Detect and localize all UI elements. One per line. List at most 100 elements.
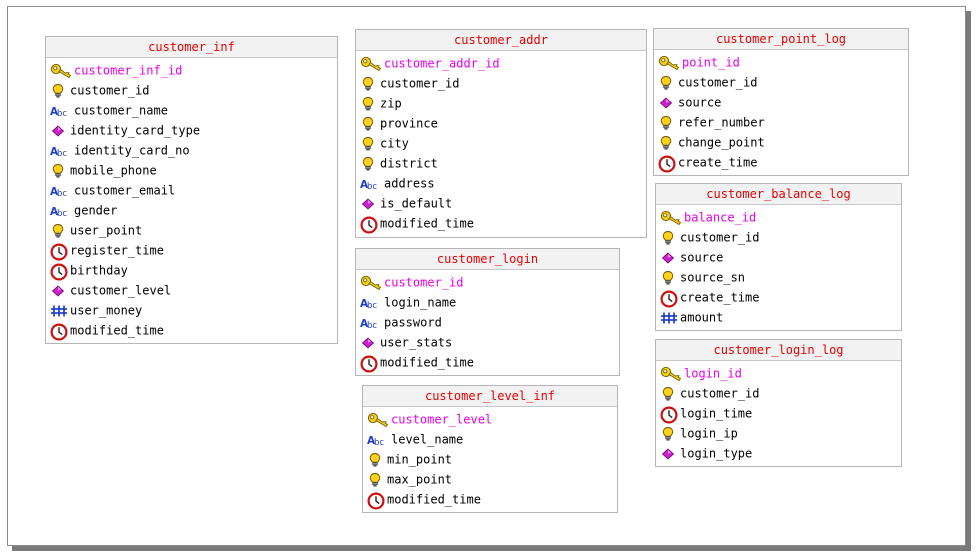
field-row[interactable]: source_sn bbox=[656, 267, 901, 287]
field-row[interactable]: customer_id bbox=[656, 227, 901, 247]
clock-icon bbox=[50, 322, 68, 341]
field-name: login_id bbox=[684, 366, 742, 381]
field-name: customer_id bbox=[380, 76, 460, 91]
diamond-icon bbox=[360, 196, 378, 212]
primary-key-field[interactable]: customer_inf_id bbox=[46, 60, 337, 80]
key-icon bbox=[360, 56, 382, 72]
field-row[interactable]: max_point bbox=[363, 469, 617, 489]
field-row[interactable]: login_type bbox=[656, 443, 901, 463]
clock-icon bbox=[660, 289, 678, 308]
primary-key-field[interactable]: customer_id bbox=[356, 272, 619, 292]
field-row[interactable]: login_time bbox=[656, 403, 901, 424]
bulb-icon bbox=[658, 75, 676, 91]
clock-icon bbox=[50, 242, 68, 261]
bulb-icon bbox=[360, 76, 378, 92]
clock-icon bbox=[360, 354, 378, 373]
field-name: city bbox=[380, 136, 409, 151]
field-row[interactable]: min_point bbox=[363, 449, 617, 469]
field-name: is_default bbox=[380, 196, 453, 211]
bulb-icon bbox=[50, 223, 68, 239]
field-row[interactable]: customer_id bbox=[656, 383, 901, 403]
field-row[interactable]: login_ip bbox=[656, 423, 901, 443]
field-row[interactable]: customer_id bbox=[46, 80, 337, 100]
bulb-icon bbox=[660, 270, 678, 286]
primary-key-field[interactable]: point_id bbox=[654, 52, 908, 72]
field-row[interactable]: user_money bbox=[46, 300, 337, 320]
primary-key-field[interactable]: customer_addr_id bbox=[356, 53, 646, 73]
key-icon bbox=[360, 275, 382, 291]
field-name: customer_inf_id bbox=[74, 63, 183, 78]
field-row[interactable]: modified_time bbox=[356, 352, 619, 373]
bulb-icon bbox=[658, 135, 676, 151]
field-row[interactable]: create_time bbox=[656, 287, 901, 308]
field-row[interactable]: zip bbox=[356, 93, 646, 113]
field-name: max_point bbox=[387, 472, 453, 487]
field-row[interactable]: identity_card_type bbox=[46, 120, 337, 140]
field-name: level_name bbox=[391, 432, 464, 447]
field-name: gender bbox=[74, 203, 118, 218]
field-row[interactable]: customer_id bbox=[356, 73, 646, 93]
field-name: balance_id bbox=[684, 210, 757, 225]
field-row[interactable]: register_time bbox=[46, 240, 337, 261]
field-row[interactable]: birthday bbox=[46, 260, 337, 281]
field-row[interactable]: source bbox=[656, 247, 901, 267]
entity-title: customer_level_inf bbox=[363, 386, 617, 407]
svg-text:bc: bc bbox=[57, 109, 67, 119]
field-name: customer_id bbox=[680, 386, 760, 401]
field-row[interactable]: create_time bbox=[654, 152, 908, 173]
field-row[interactable]: change_point bbox=[654, 132, 908, 152]
svg-text:bc: bc bbox=[57, 189, 67, 199]
field-name: modified_time bbox=[380, 355, 474, 370]
entity-title: customer_addr bbox=[356, 30, 646, 51]
field-row[interactable]: customer_level bbox=[46, 280, 337, 300]
field-name: identity_card_type bbox=[70, 123, 201, 138]
field-row[interactable]: is_default bbox=[356, 193, 646, 213]
field-name: password bbox=[384, 315, 442, 330]
field-name: source bbox=[680, 250, 724, 265]
field-name: source bbox=[678, 95, 722, 110]
field-row[interactable]: amount bbox=[656, 307, 901, 327]
field-row[interactable]: customer_id bbox=[654, 72, 908, 92]
svg-text:bc: bc bbox=[367, 301, 377, 311]
svg-text:bc: bc bbox=[374, 438, 384, 448]
entity-title: customer_point_log bbox=[654, 29, 908, 50]
primary-key-field[interactable]: customer_level bbox=[363, 409, 617, 429]
field-row[interactable]: province bbox=[356, 113, 646, 133]
field-row[interactable]: source bbox=[654, 92, 908, 112]
field-row[interactable]: district bbox=[356, 153, 646, 173]
field-row[interactable]: modified_time bbox=[363, 489, 617, 510]
field-name: identity_card_no bbox=[74, 143, 190, 158]
field-name: login_type bbox=[680, 446, 753, 461]
field-name: user_money bbox=[70, 303, 143, 318]
field-row[interactable]: modified_time bbox=[356, 213, 646, 234]
field-row[interactable]: refer_number bbox=[654, 112, 908, 132]
field-name: modified_time bbox=[70, 323, 164, 338]
primary-key-field[interactable]: login_id bbox=[656, 363, 901, 383]
clock-icon bbox=[660, 405, 678, 424]
field-row[interactable]: modified_time bbox=[46, 320, 337, 341]
field-row[interactable]: user_point bbox=[46, 220, 337, 240]
field-row[interactable]: city bbox=[356, 133, 646, 153]
field-row[interactable]: user_stats bbox=[356, 332, 619, 352]
primary-key-field[interactable]: balance_id bbox=[656, 207, 901, 227]
field-name: login_name bbox=[384, 295, 457, 310]
field-row[interactable]: mobile_phone bbox=[46, 160, 337, 180]
field-name: change_point bbox=[678, 135, 765, 150]
